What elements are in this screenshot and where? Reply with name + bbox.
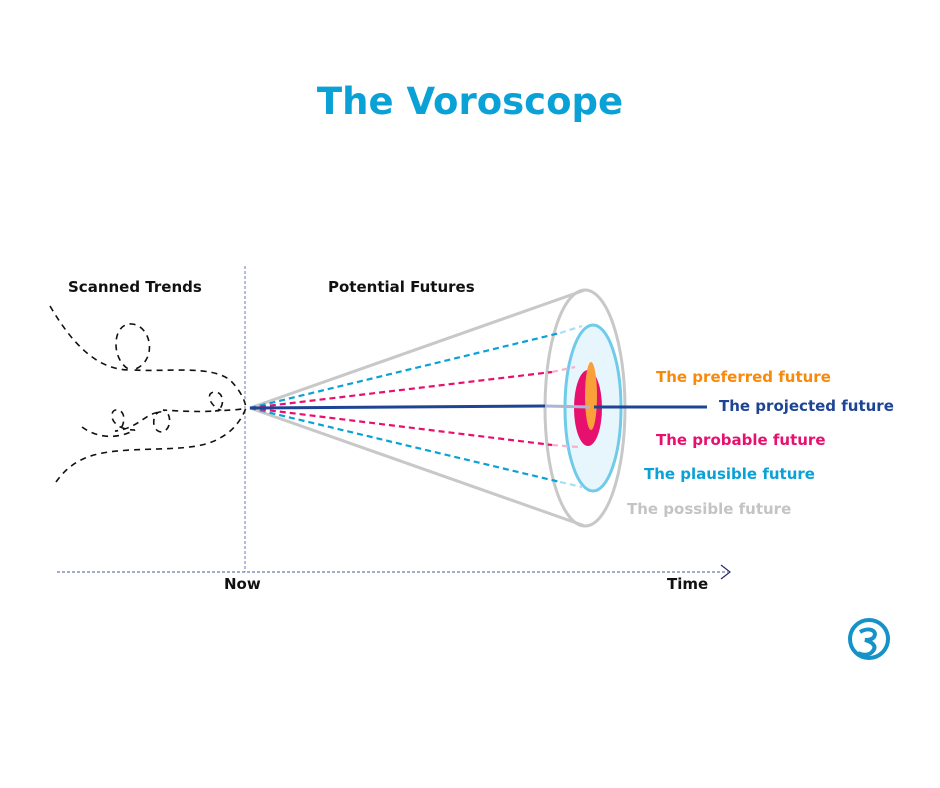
now-label: Now xyxy=(224,575,261,593)
trend-curve xyxy=(81,391,247,438)
trend-curve xyxy=(49,305,247,409)
potential-futures-label: Potential Futures xyxy=(328,278,475,296)
trend-curve xyxy=(55,407,247,483)
preferred-future-core xyxy=(585,362,597,430)
scanned-trend-curves xyxy=(49,305,247,483)
projected-future-label: The projected future xyxy=(719,397,894,415)
time-label: Time xyxy=(667,575,709,593)
possible-future-label: The possible future xyxy=(627,500,792,518)
probable-future-lines xyxy=(249,370,553,447)
projected-future-line xyxy=(249,404,546,410)
plausible-future-label: The plausible future xyxy=(644,465,815,483)
probable-future-label: The probable future xyxy=(656,431,826,449)
plausible-future-lines xyxy=(249,331,561,484)
scanned-trends-label: Scanned Trends xyxy=(68,278,202,296)
page-title: The Voroscope xyxy=(316,80,624,123)
time-axis-arrow xyxy=(720,564,731,580)
logo-icon xyxy=(848,618,890,660)
preferred-future-label: The preferred future xyxy=(656,368,831,386)
